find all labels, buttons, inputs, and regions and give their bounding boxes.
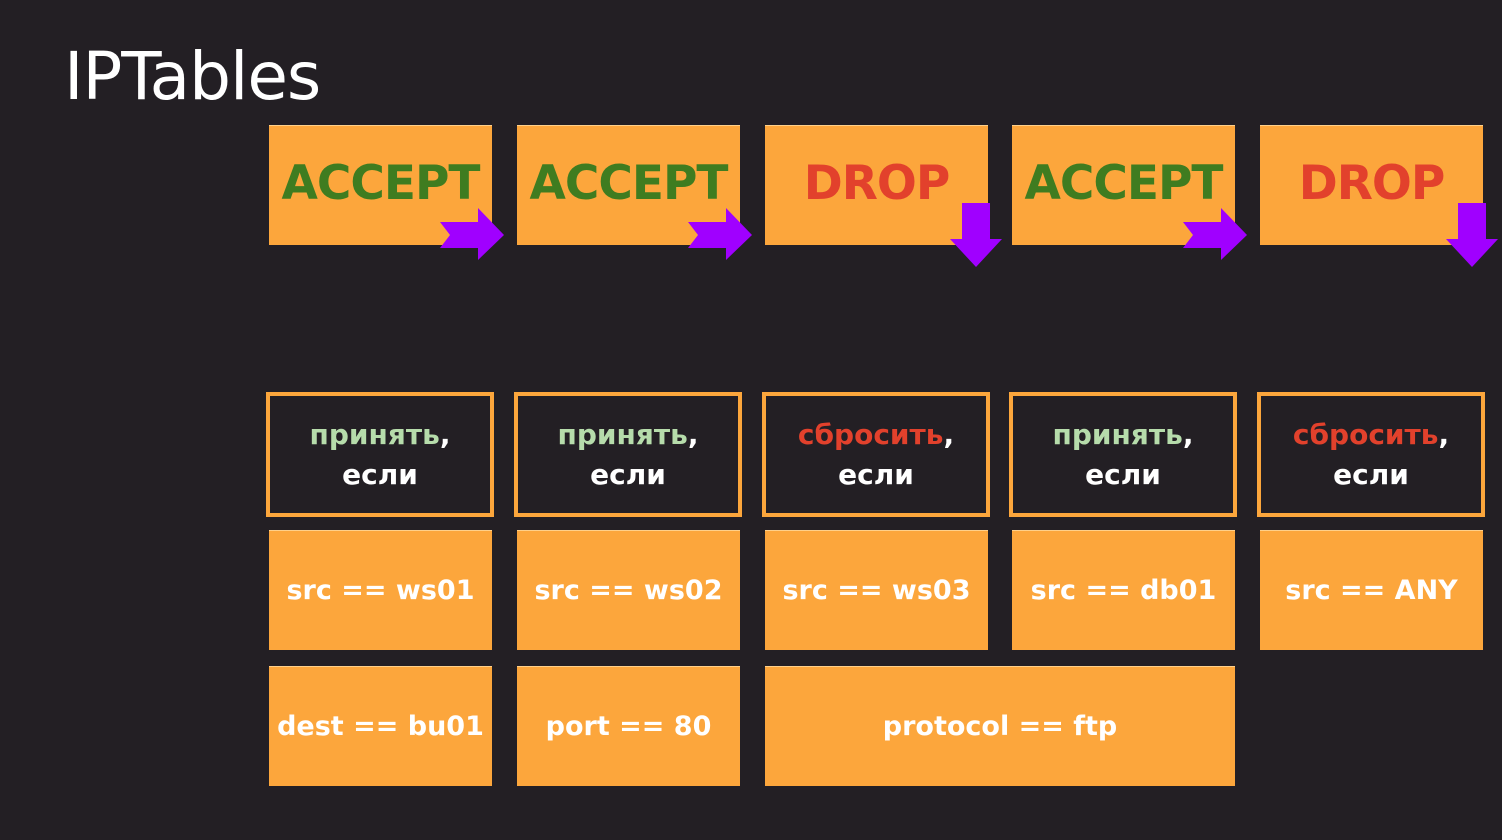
rule-cond: если <box>1085 457 1161 491</box>
rule-cond: если <box>342 457 418 491</box>
action-box-5: DROP <box>1260 125 1483 245</box>
rule-comma: , <box>943 417 955 451</box>
condition-box: src == ws03 <box>765 530 988 650</box>
rule-head-2: принять, если <box>514 392 742 517</box>
rule-verb: сбросить <box>1292 417 1439 451</box>
rule-verb: принять <box>557 417 688 451</box>
rule-head-1: принять, если <box>266 392 494 517</box>
down-arrow-icon <box>950 203 1002 267</box>
rule-verb: принять <box>1052 417 1183 451</box>
condition-box: protocol == ftp <box>765 666 1235 786</box>
rule-verb: принять <box>309 417 440 451</box>
right-arrow-icon <box>440 208 504 260</box>
condition-box: port == 80 <box>517 666 740 786</box>
rule-comma: , <box>439 417 451 451</box>
rule-cond: если <box>1333 457 1409 491</box>
rule-head-4: принять, если <box>1009 392 1237 517</box>
rule-comma: , <box>1438 417 1450 451</box>
down-arrow-icon <box>1446 203 1498 267</box>
condition-box: src == ws02 <box>517 530 740 650</box>
condition-box: src == ws01 <box>269 530 492 650</box>
rule-head-5: сбросить, если <box>1257 392 1485 517</box>
rule-cond: если <box>590 457 666 491</box>
condition-box: dest == bu01 <box>269 666 492 786</box>
right-arrow-icon <box>1183 208 1247 260</box>
action-box-1: ACCEPT <box>269 125 492 245</box>
rule-cond: если <box>838 457 914 491</box>
rule-head-3: сбросить, если <box>762 392 990 517</box>
condition-box: src == ANY <box>1260 530 1483 650</box>
rule-verb: сбросить <box>797 417 944 451</box>
right-arrow-icon <box>688 208 752 260</box>
action-box-3: DROP <box>765 125 988 245</box>
rule-comma: , <box>1182 417 1194 451</box>
rule-comma: , <box>687 417 699 451</box>
condition-box: src == db01 <box>1012 530 1235 650</box>
page-title: IPTables <box>64 38 321 115</box>
